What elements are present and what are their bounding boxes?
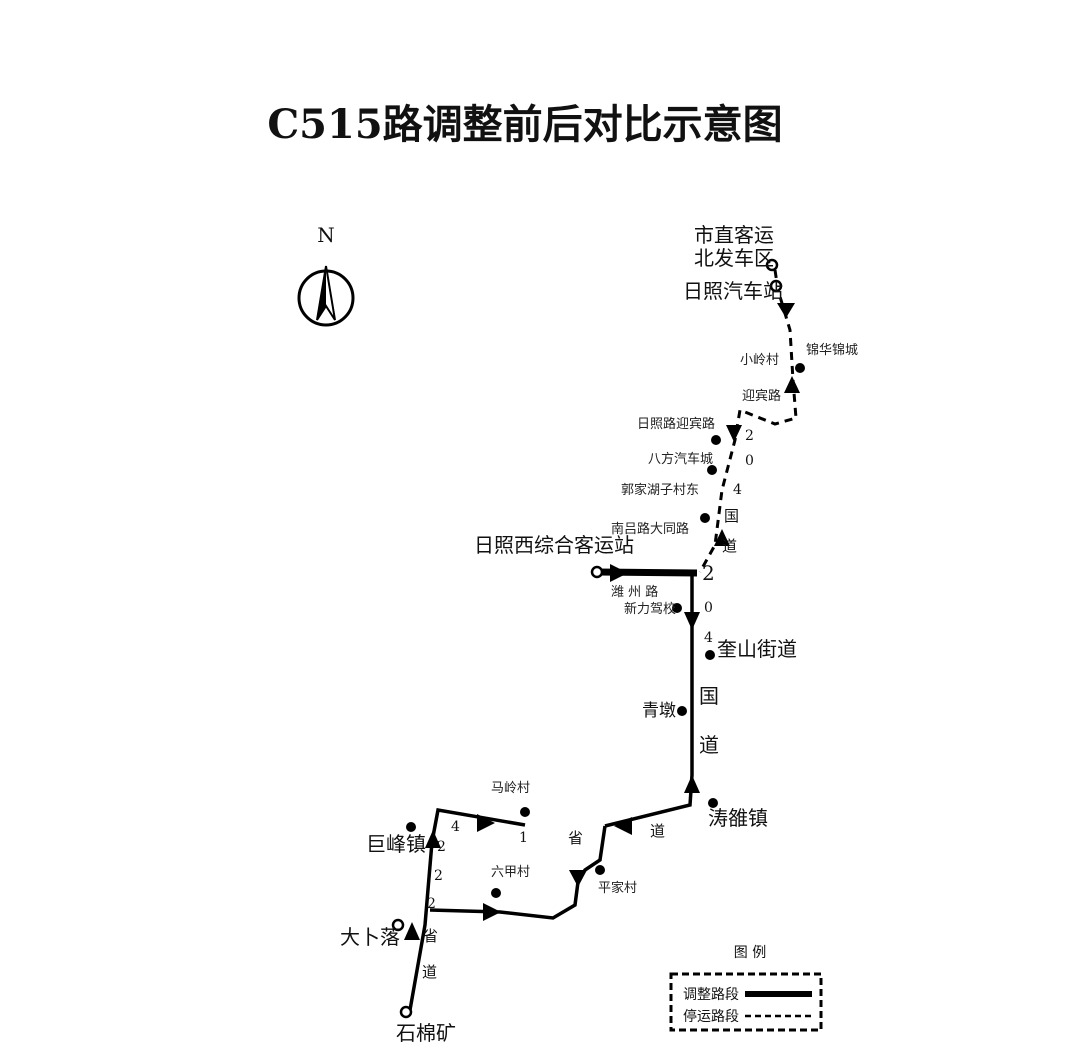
- road-g204-lower-1: 2: [702, 561, 715, 585]
- road-labels: 2 0 4 国 道 2 0 4 国 道 4 2 2 2 省 道 1 省 道: [422, 428, 754, 981]
- station-label-pingjia: 平家村: [598, 880, 637, 896]
- stop-marker: [700, 513, 710, 523]
- road-s221-dao: 道: [422, 963, 437, 981]
- station-label-rizhao-yingbin: 日照路迎宾路: [637, 416, 715, 432]
- arrow-down-icon: [684, 612, 700, 630]
- road-g204-upper-5: 道: [722, 537, 737, 555]
- station-label-taoluo: 涛雒镇: [708, 806, 768, 830]
- arrow-down-icon: [569, 870, 587, 887]
- stop-marker: [491, 888, 501, 898]
- station-label-qingdun: 青墩: [642, 701, 676, 721]
- road-g204-lower-5: 道: [699, 733, 719, 757]
- arrow-up-icon: [684, 775, 700, 793]
- road-s221-3: 2: [434, 868, 443, 884]
- stop-marker: [705, 650, 715, 660]
- main-route: [408, 573, 694, 1011]
- arrow-right-icon: [610, 564, 628, 582]
- station-label-shizhi-1: 市直客运: [694, 223, 774, 247]
- terminal-markers: [391, 258, 783, 1019]
- terminal-marker: [769, 279, 783, 293]
- stop-marker: [672, 603, 682, 613]
- north-compass-icon: N: [297, 223, 355, 327]
- station-label-shimian: 石棉矿: [396, 1021, 456, 1045]
- road-g204-lower-2: 0: [704, 600, 713, 616]
- stop-marker: [711, 435, 721, 445]
- road-s241-dao: 道: [650, 822, 665, 840]
- legend-suspended-label: 停运路段: [683, 1008, 739, 1025]
- station-label-rizhao-bus: 日照汽车站: [683, 279, 783, 303]
- arrow-up-icon: [784, 376, 800, 393]
- stop-marker: [520, 807, 530, 817]
- station-label-kuishan: 奎山街道: [717, 637, 797, 661]
- road-s221-sheng: 省: [423, 927, 438, 945]
- station-label-xiaoling: 小岭村: [740, 353, 779, 368]
- legend-adjusted-label: 调整路段: [683, 987, 739, 1003]
- road-s221-1: 4: [451, 819, 460, 835]
- road-g204-upper-1: 2: [745, 428, 754, 444]
- arrow-down-icon: [777, 303, 795, 318]
- terminal-marker: [765, 258, 779, 272]
- road-g204-upper-2: 0: [745, 453, 754, 469]
- road-g204-lower-4: 国: [699, 684, 719, 708]
- stop-marker: [595, 865, 605, 875]
- road-g204-upper-3: 4: [733, 482, 742, 498]
- station-label-liujia: 六甲村: [491, 865, 530, 880]
- station-label-yingbin: 迎宾路: [742, 388, 781, 404]
- arrow-up-icon: [404, 922, 420, 940]
- road-s241-sheng: 省: [568, 829, 583, 847]
- page-title: C515路调整前后对比示意图: [267, 101, 782, 148]
- arrow-up-icon: [425, 830, 441, 848]
- legend-title: 图 例: [734, 945, 766, 961]
- road-label-xiangzhou: 潍 州 路: [611, 584, 658, 600]
- stop-marker: [795, 363, 805, 373]
- arrow-down-icon: [726, 425, 742, 442]
- road-s221-4: 2: [427, 896, 436, 912]
- stop-marker: [707, 465, 717, 475]
- route-arrows: [404, 303, 800, 940]
- stop-marker: [406, 822, 416, 832]
- terminal-marker: [590, 565, 604, 579]
- terminal-marker: [391, 918, 405, 932]
- station-label-shizhi-2: 北发车区: [694, 246, 774, 270]
- station-label-bafang: 八方汽车城: [648, 451, 713, 467]
- compass-label: N: [317, 223, 335, 247]
- road-g204-upper-4: 国: [724, 507, 739, 525]
- arrow-left-icon: [614, 817, 632, 835]
- stop-marker: [708, 798, 718, 808]
- station-label-nanlv: 南吕路大同路: [611, 521, 689, 537]
- road-s241-num: 1: [519, 830, 528, 846]
- road-g204-lower-3: 4: [704, 630, 713, 646]
- stop-markers: [406, 363, 805, 898]
- station-label-yuehua: 锦华锦城: [806, 343, 858, 358]
- road-s221-2: 2: [437, 839, 446, 855]
- station-label-jufeng: 巨峰镇: [366, 832, 426, 856]
- station-label-guojia: 郭家湖子村东: [621, 482, 699, 498]
- station-label-rizhao-west: 日照西综合客运站: [474, 533, 634, 557]
- arrow-up-icon: [714, 529, 730, 546]
- terminal-marker: [399, 1005, 413, 1019]
- station-label-xinli: 新力驾校: [624, 601, 676, 617]
- arrow-right-icon: [477, 814, 495, 832]
- station-label-dabuluo: 大卜落: [340, 925, 400, 949]
- legend: 图 例 调整路段 停运路段: [669, 945, 823, 1032]
- station-labels: 市直客运 北发车区 日照汽车站 锦华锦城 小岭村 迎宾路 日照路迎宾路 八方汽车…: [340, 223, 858, 1045]
- station-label-mapo: 马岭村: [491, 781, 530, 796]
- arrow-right-icon: [483, 903, 501, 921]
- stop-marker: [677, 706, 687, 716]
